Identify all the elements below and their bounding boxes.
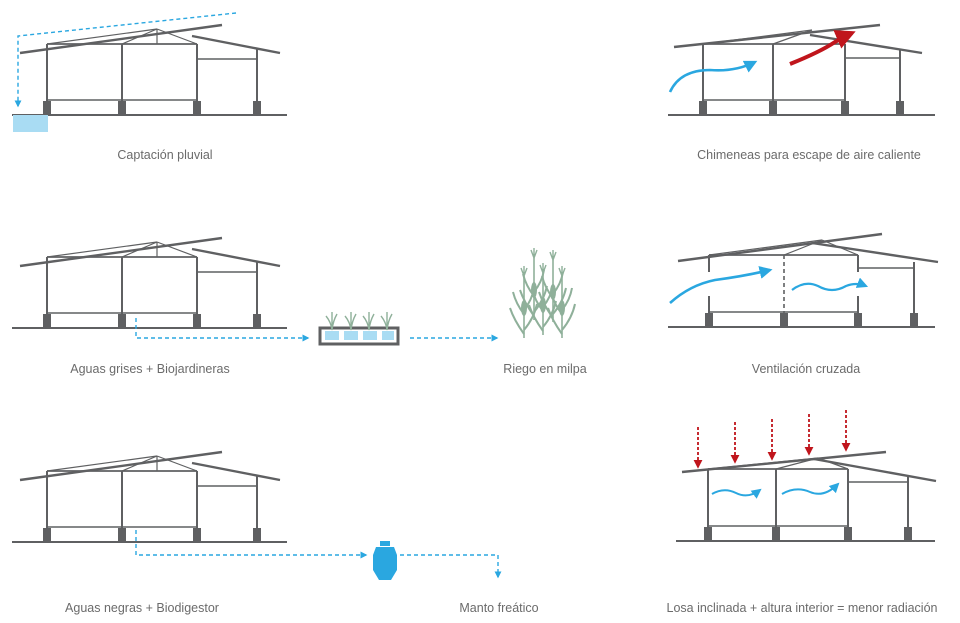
label-grey: Aguas grises + Biojardineras	[70, 362, 229, 376]
chimney-diagram: Chimeneas para escape de aire caliente	[668, 23, 935, 162]
milpa-diagram: Riego en milpa	[503, 247, 587, 376]
grey-water-flow-arrow	[135, 318, 310, 342]
air-flow-arrow-icon	[669, 266, 773, 304]
planter-icon	[318, 311, 400, 346]
house-section-icon	[10, 23, 289, 117]
label-cross: Ventilación cruzada	[752, 362, 860, 376]
air-flow-arrow-icon	[668, 60, 758, 93]
label-black: Aguas negras + Biodigestor	[65, 601, 219, 615]
black-water-flow-arrow	[135, 530, 368, 559]
rain-flow-arrow	[14, 12, 237, 108]
label-water-table: Manto freático	[459, 601, 538, 615]
rain-tank-icon	[13, 115, 48, 132]
sloped-slab-diagram: Losa inclinada + altura interior = menor…	[667, 410, 938, 615]
air-flow-arrow-icon	[781, 482, 840, 495]
solar-radiation-arrow-icon	[693, 410, 851, 469]
house-section-icon	[10, 236, 289, 330]
water-table-flow-arrow	[400, 554, 502, 579]
biodigester-icon	[373, 541, 397, 580]
label-irrigation: Riego en milpa	[503, 362, 586, 376]
grey-water-diagram: Aguas grises + Biojardineras	[10, 236, 499, 376]
house-section-icon	[10, 450, 289, 544]
label-chimney: Chimeneas para escape de aire caliente	[697, 148, 921, 162]
hot-air-exhaust-arrow-icon	[789, 30, 856, 66]
corn-icon	[509, 247, 576, 339]
cross-ventilation-diagram: Ventilación cruzada	[668, 232, 939, 376]
label-slab: Losa inclinada + altura interior = menor…	[667, 601, 938, 615]
air-flow-arrow-icon	[711, 488, 762, 499]
rain-collection-diagram: Captación pluvial	[10, 12, 289, 162]
black-water-diagram: Aguas negras + Biodigestor Manto freátic…	[10, 450, 539, 615]
air-flow-arrow-icon	[791, 277, 869, 292]
label-rain: Captación pluvial	[117, 148, 212, 162]
